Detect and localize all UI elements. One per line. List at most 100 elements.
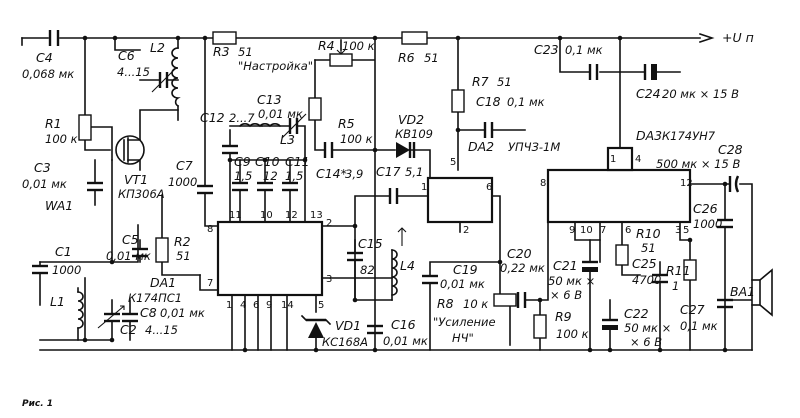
ic-da2: [426, 176, 494, 224]
da2-pin-1: 1: [421, 182, 427, 193]
da1-value: К174ПС1: [128, 291, 182, 305]
wiring: [21, 32, 753, 351]
ic-da3-tab: [606, 146, 634, 172]
da1-pin-5: 5: [318, 300, 324, 311]
c8-label: C8: [140, 305, 157, 320]
r3-label: R3: [213, 44, 230, 59]
component-symbols: [32, 30, 773, 339]
r10-value: 51: [641, 241, 656, 255]
resistor-r8: [493, 293, 517, 307]
c23-value: 0,1 мк: [565, 43, 603, 57]
usilenie-label: "Усиление: [433, 315, 496, 329]
c16-value: 0,01 мк: [383, 334, 428, 348]
da1-pin-12: 12: [285, 210, 298, 221]
c28-label: C28: [718, 142, 743, 157]
capacitor-c21: [582, 260, 598, 272]
figure-caption: Рис. 1: [22, 399, 53, 409]
c3-label: C3: [34, 160, 51, 175]
r8-value: 10 к: [463, 297, 488, 311]
c21-value-2: × 6 В: [550, 288, 582, 302]
c21-value-1: 50 мк ×: [548, 274, 595, 288]
wa1-label: WA1: [45, 198, 73, 213]
c13-label: C13: [257, 92, 282, 107]
c23-label: C23: [534, 42, 559, 57]
inductor-l3: [238, 122, 282, 128]
r11-label: R11: [666, 263, 691, 278]
l1-label: L1: [50, 294, 65, 309]
resistor-r9: [533, 314, 547, 339]
c19-value: 0,01 мк: [440, 277, 485, 291]
capacitor-c5: [132, 247, 148, 258]
da3-pin-10: 10: [580, 225, 593, 236]
capacitor-c26: [717, 218, 733, 229]
c24-value: 20 мк × 15 В: [662, 87, 739, 101]
r5-value: 100 к: [340, 132, 373, 146]
junction-dots: [82, 35, 728, 353]
c5-value: 0,01 мк: [106, 249, 151, 263]
da3-pin-12: 12: [680, 178, 693, 189]
inductor-l1: [77, 291, 84, 329]
capacitor-c20: [516, 292, 527, 308]
vt1-value: КП306А: [118, 187, 165, 201]
da3-pin-1: 1: [610, 154, 616, 165]
r6-value: 51: [424, 51, 439, 65]
nch-label: НЧ": [452, 331, 474, 345]
l2-label: L2: [150, 40, 165, 55]
da2-pin-6: 6: [486, 182, 492, 193]
r9-value: 100 к: [556, 327, 589, 341]
da1-pin-11: 11: [229, 210, 242, 221]
r8-label: R8: [437, 296, 454, 311]
c25-label: C25: [632, 256, 657, 271]
r7-value: 51: [497, 75, 512, 89]
da2-label: DA2: [468, 139, 494, 154]
c21-label: C21: [553, 258, 578, 273]
da3-pin-4: 4: [635, 154, 641, 165]
da1-pin-1: 1: [226, 300, 232, 311]
c6-label: C6: [118, 48, 135, 63]
vd2-value: КВ109: [395, 127, 433, 141]
capacitor-c2: [97, 305, 125, 329]
resistor-r3: [212, 31, 237, 45]
c27-label: C27: [680, 302, 705, 317]
capacitor-c1: [32, 264, 48, 275]
c19-label: C19: [453, 262, 478, 277]
r7-label: R7: [472, 74, 489, 89]
c9-value: 1,5: [234, 169, 252, 183]
ba1-label: BA1: [730, 284, 755, 299]
c17-value: 5,1: [405, 165, 423, 179]
ic-da1: [216, 220, 324, 297]
vt1-label: VT1: [124, 172, 148, 187]
resistor-r1: [78, 114, 92, 141]
resistor-r2: [155, 237, 169, 263]
r1-value: 100 к: [45, 132, 78, 146]
c2-label: C2: [120, 322, 137, 337]
r5-label: R5: [338, 116, 355, 131]
capacitor-c28: [728, 175, 740, 193]
r2-value: 51: [176, 249, 191, 263]
da2-pin-5: 5: [450, 157, 456, 168]
capacitor-c16: [367, 324, 383, 335]
r1-label: R1: [45, 116, 62, 131]
speaker-ba1: [751, 268, 773, 317]
supply-label: +U п: [722, 30, 754, 45]
c12-label: C12: [200, 110, 225, 125]
r4-label: R4: [318, 38, 335, 53]
c10-label: C10: [255, 154, 280, 169]
capacitor-c11: [282, 181, 298, 192]
c8-value: 0,01 мк: [160, 306, 205, 320]
c3-value: 0,01 мк: [22, 177, 67, 191]
c27-value: 0,1 мк: [680, 319, 718, 333]
da3-value: К174УН7: [662, 129, 716, 143]
diode-vd1: [300, 314, 332, 338]
c20-label: C20: [507, 246, 532, 261]
capacitor-c18: [483, 122, 494, 138]
capacitor-c19: [422, 274, 438, 285]
c11-label: C11: [285, 154, 310, 169]
c26-label: C26: [693, 201, 718, 216]
r2-label: R2: [174, 234, 191, 249]
c24-label: C24: [636, 86, 661, 101]
c15-value: 82: [360, 263, 375, 277]
vd2-label: VD2: [398, 112, 424, 127]
c1-label: C1: [55, 244, 72, 259]
c4-value: 0,068 мк: [22, 67, 74, 81]
